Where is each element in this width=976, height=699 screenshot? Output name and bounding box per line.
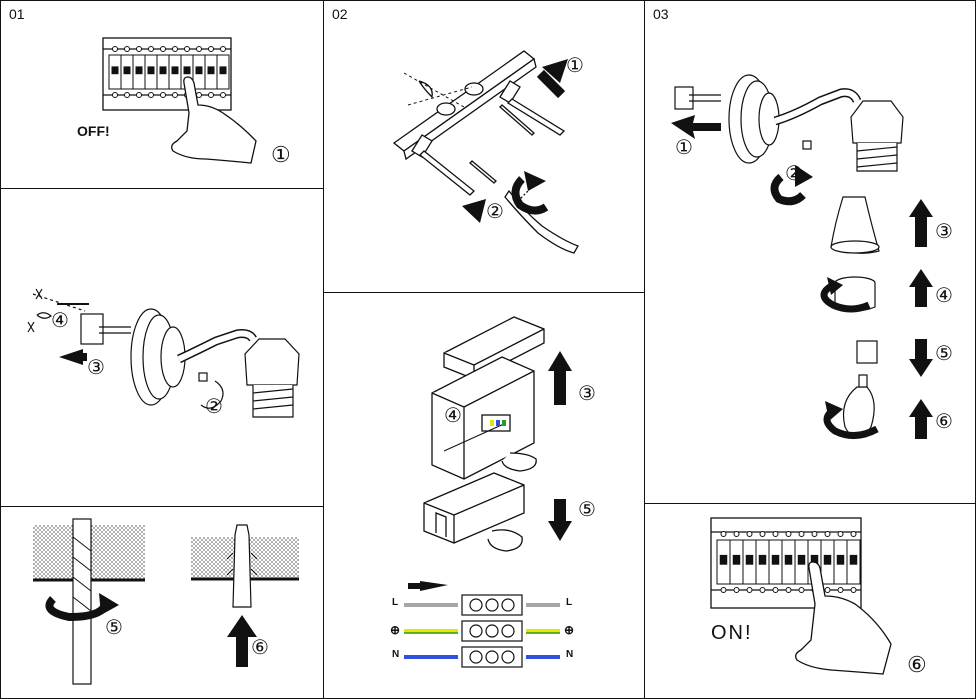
step-1-badge: ① (271, 142, 291, 167)
panel-drill-plug: ⑤ ⑥ (0, 506, 324, 699)
panel-02-bracket: 02 (323, 0, 645, 293)
assembly-illustration (671, 74, 933, 439)
step-3-badge: ③ (87, 357, 105, 379)
step-4-box-badge: ④ (444, 405, 462, 427)
step-2-bracket-badge: ② (486, 201, 504, 223)
on-text: ON! (711, 622, 753, 644)
step-6-badge: ⑥ (251, 637, 269, 659)
step-6-on-badge: ⑥ (907, 652, 927, 677)
breaker-on-illustration (710, 517, 892, 675)
off-text: OFF! (77, 123, 110, 139)
wire-e-left: ⊕ (390, 623, 401, 637)
step-4-assembly-badge: ④ (935, 285, 953, 307)
step-1-bracket-badge: ① (566, 55, 584, 77)
panel-02-wiring: ③ ④ ⑤ L ⊕ N L ⊕ N (323, 292, 645, 699)
panel-label-01: 01 (9, 6, 25, 22)
bracket-illustration (392, 50, 579, 254)
step-5-assembly-badge: ⑤ (935, 343, 953, 365)
panel-mount-lamp: ④ ③ ② (0, 188, 324, 507)
step-5-badge: ⑤ (105, 617, 123, 639)
wiring-illustration (404, 316, 572, 668)
step-2-badge: ② (205, 396, 223, 418)
wire-l-left: L (392, 597, 399, 608)
wire-n-right: N (566, 649, 574, 660)
lamp-mount-illustration (27, 288, 300, 418)
step-5-box-badge: ⑤ (578, 499, 596, 521)
step-6-assembly-badge: ⑥ (935, 411, 953, 433)
panel-label-03: 03 (653, 6, 669, 22)
step-4-badge: ④ (51, 310, 69, 332)
step-1-assembly-badge: ① (675, 137, 693, 159)
step-3-box-badge: ③ (578, 383, 596, 405)
panel-01-switch-off: 01 OFF! ① (0, 0, 324, 189)
panel-03-switch-on: ON! ⑥ (644, 503, 976, 699)
panel-label-02: 02 (332, 6, 348, 22)
step-3-assembly-badge: ③ (935, 221, 953, 243)
wire-e-right: ⊕ (564, 623, 575, 637)
panel-03-assembly: 03 (644, 0, 976, 504)
drill-plug-illustration (33, 518, 299, 685)
wire-n-left: N (392, 649, 400, 660)
wire-l-right: L (566, 597, 573, 608)
step-2-assembly-badge: ② (785, 163, 803, 185)
breaker-off-illustration (102, 37, 257, 164)
